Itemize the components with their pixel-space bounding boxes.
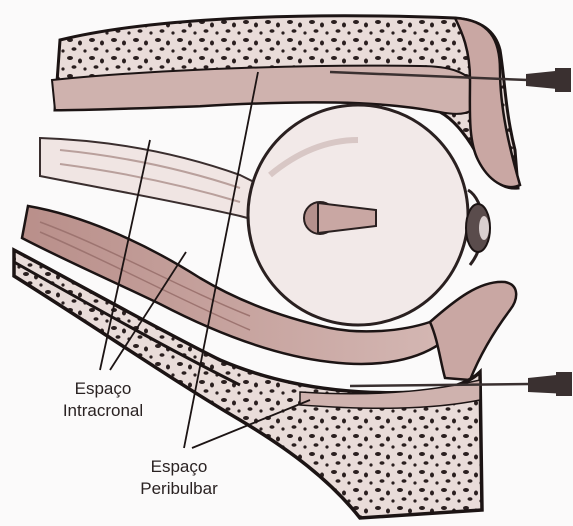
- label-intraconal-space: Espaço Intracronal: [48, 378, 158, 422]
- optic-nerve: [40, 138, 262, 222]
- label-peribulbar-space: Espaço Peribulbar: [124, 456, 234, 500]
- cornea: [466, 190, 490, 265]
- eyeball: [248, 105, 490, 325]
- label-intraconal-line2: Intracronal: [48, 400, 158, 422]
- label-intraconal-line1: Espaço: [48, 378, 158, 400]
- lower-eyelid: [430, 282, 516, 380]
- label-peribulbar-line2: Peribulbar: [124, 478, 234, 500]
- label-peribulbar-line1: Espaço: [124, 456, 234, 478]
